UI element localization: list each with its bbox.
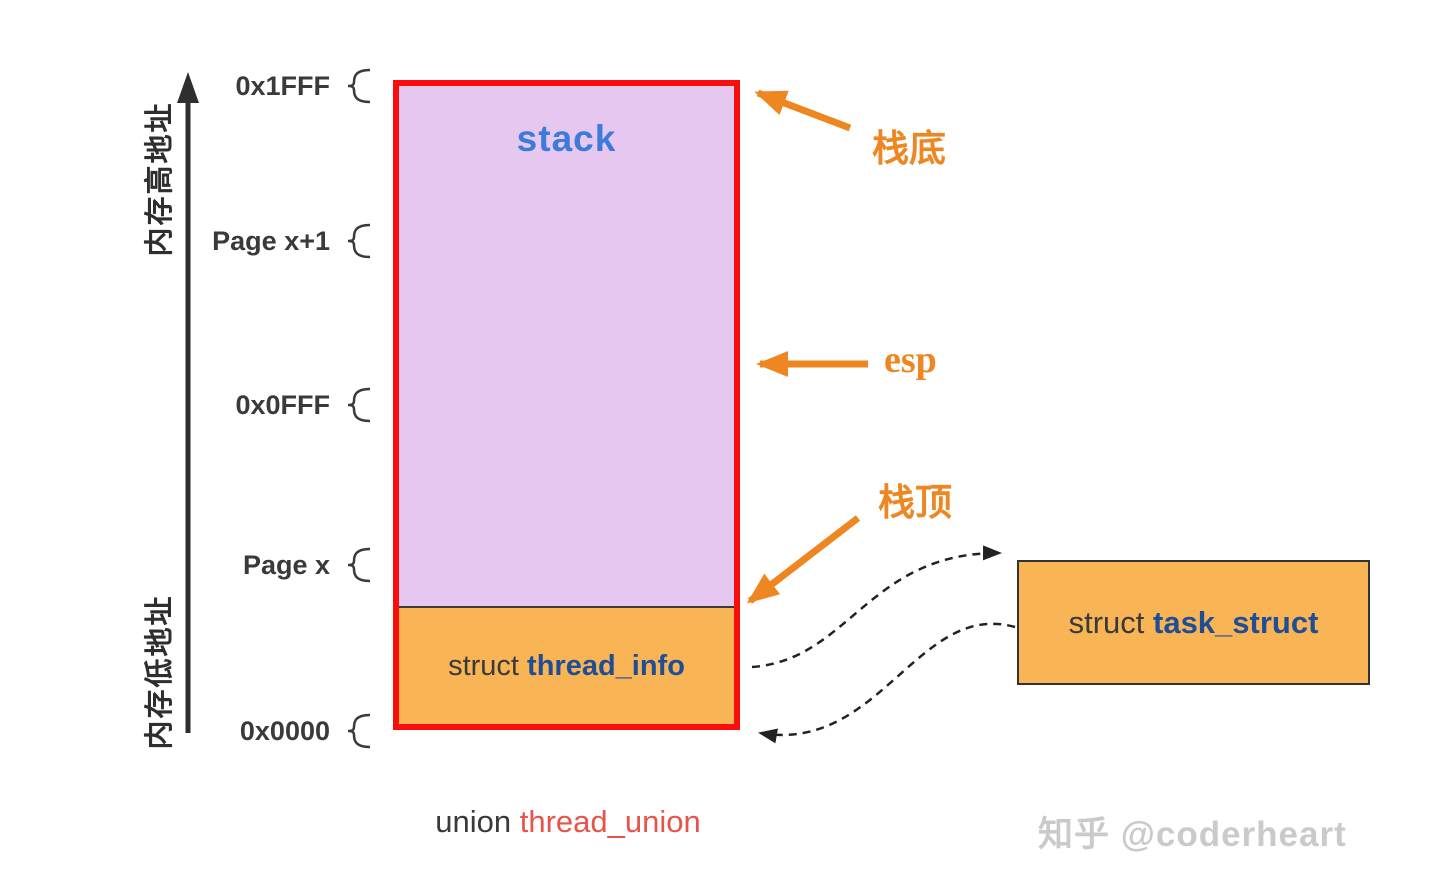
memory-axis-arrow [177,72,199,733]
tick-brace-0x1fff [346,68,372,104]
tick-brace-0x0000 [346,713,372,749]
union-prefix: union [435,804,512,839]
tick-brace-page-x [346,547,372,583]
task-struct-name: task_struct [1153,604,1319,640]
tick-0x0fff: 0x0FFF [235,390,330,420]
tick-0x0000: 0x0000 [239,716,330,746]
stack-region: stack [399,86,734,606]
stack-top-annotation: 栈顶 [878,482,952,523]
union-caption: union thread_union [343,804,793,840]
task-struct-to-stack-base-curve [758,622,1016,744]
tick-page-x: Page x [242,550,330,580]
thread-info-to-task-struct-curve [751,545,1002,669]
union-name: thread_union [519,804,701,839]
thread-union-box: stack struct thread_info [393,80,740,730]
stack-label: stack [516,118,617,159]
tick-brace-page-x1 [346,223,372,259]
thread-info-region: struct thread_info [399,606,734,724]
stack-bottom-arrow [754,89,852,132]
tick-page-x1: Page x+1 [212,226,330,256]
watermark: 知乎 @coderheart [1038,815,1347,854]
thread-info-struct-prefix: struct [448,649,519,682]
tick-brace-0x0fff [346,387,372,423]
task-struct-prefix: struct [1068,604,1145,640]
task-struct-box: struct task_struct [1017,560,1370,685]
esp-annotation: esp [884,339,937,381]
thread-info-name: thread_info [527,649,685,682]
stack-top-arrow [746,515,861,604]
stack-bottom-annotation: 栈底 [872,128,946,169]
tick-0x1fff: 0x1FFF [235,71,330,101]
